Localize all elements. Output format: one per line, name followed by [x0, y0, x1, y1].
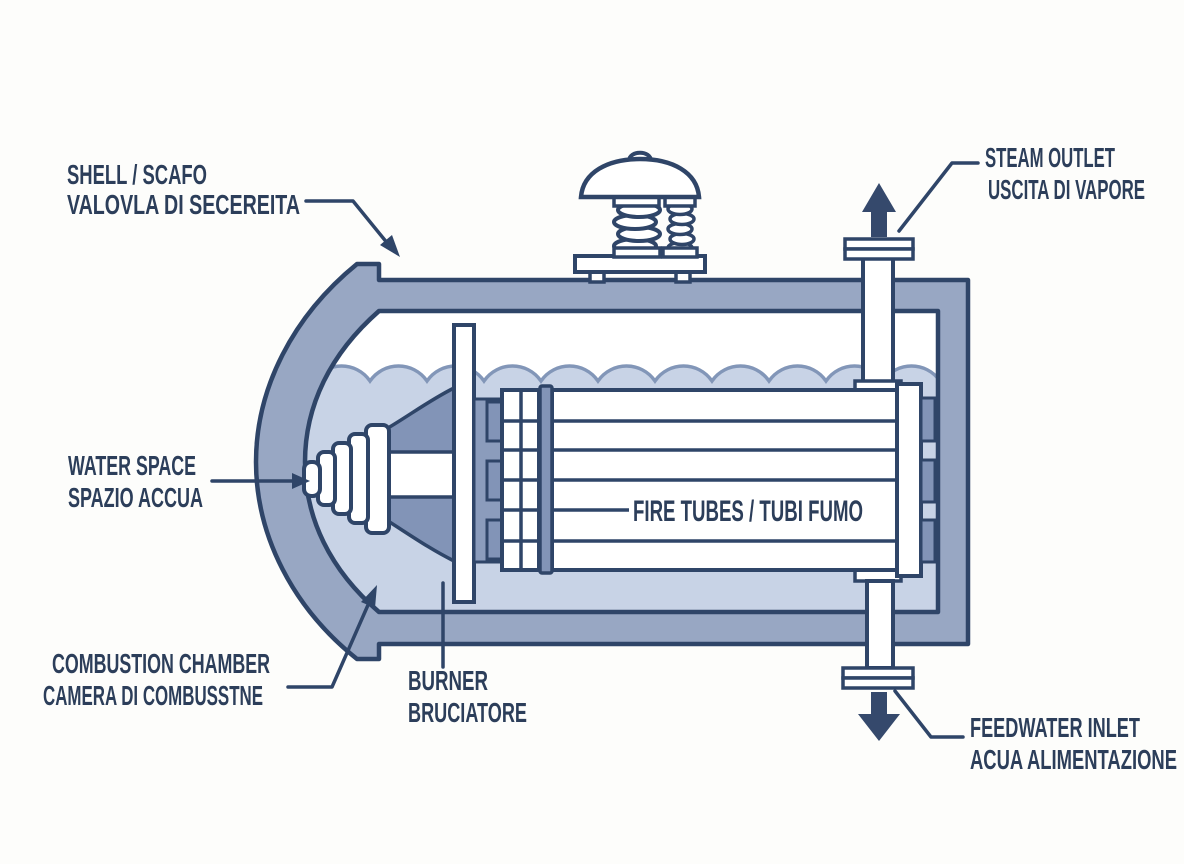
tube-separators	[502, 419, 897, 543]
fire-tube-bundle: FIRE TUBES / TUBI FUMO	[472, 382, 937, 578]
water-space-label-line1: WATER SPACE	[68, 450, 196, 481]
burner-cone	[302, 423, 391, 535]
burner-barrel	[386, 450, 455, 499]
burner-label-line2: BRUCIATORE	[408, 697, 527, 728]
water-line	[311, 364, 942, 385]
combustion-leader	[286, 603, 370, 689]
steam-outlet-label-line2: USCITA DI VAPORE	[988, 174, 1145, 205]
feedwater-pipe	[865, 579, 895, 670]
water-space-label-line2: SPAZIO ACCUA	[68, 482, 203, 513]
safety-valve-spring-left	[612, 195, 662, 259]
front-tube-sheet	[452, 323, 476, 604]
feedwater-flow-arrow-down	[858, 692, 900, 741]
feedwater-label-line2: ACUA ALIMENTAZIONE	[970, 744, 1177, 775]
burner-assembly	[302, 323, 476, 604]
steam-outlet	[843, 183, 915, 394]
shell-label-line1: SHELL / SCAFO	[67, 159, 207, 190]
shell-leader	[304, 199, 390, 246]
labels: SHELL / SCAFO VALOVLA DI SECEREITA STEAM…	[43, 142, 1177, 775]
feedwater-label-line1: FEEDWATER INLET	[970, 712, 1140, 743]
steam-flow-arrow-up	[862, 183, 896, 237]
rear-tab-3	[919, 518, 937, 564]
shell-leader-arrowhead	[380, 235, 400, 257]
combustion-arrowhead	[361, 585, 377, 608]
feedwater-inlet	[841, 568, 915, 741]
rear-tab-1	[919, 396, 937, 443]
feedwater-leader	[893, 689, 965, 739]
steam-outlet-pipe	[861, 256, 895, 385]
steam-outlet-flange-bottom	[843, 247, 915, 261]
feedwater-flange-bottom	[841, 676, 915, 690]
steam-outlet-label-line1: STEAM OUTLET	[985, 142, 1115, 173]
safety-valve-spring-right	[661, 195, 699, 259]
combustion-label-line1: COMBUSTION CHAMBER	[52, 648, 270, 679]
safety-valve	[573, 150, 707, 284]
rear-tab-2	[919, 458, 937, 504]
leader-lines	[210, 161, 980, 739]
steam-outlet-leader	[897, 161, 980, 233]
tube-grid-bar	[538, 384, 554, 575]
water-space-arrowhead	[292, 473, 310, 489]
burner-label-line1: BURNER	[408, 665, 488, 696]
fire-tubes-label: FIRE TUBES / TUBI FUMO	[633, 495, 863, 528]
rear-tube-sheet	[895, 382, 923, 578]
shell-label-line2: VALOVLA DI SECEREITA	[67, 189, 300, 220]
safety-valve-dome	[578, 156, 702, 200]
combustion-label-line2: CAMERA DI COMBUSSTNE	[43, 680, 263, 711]
